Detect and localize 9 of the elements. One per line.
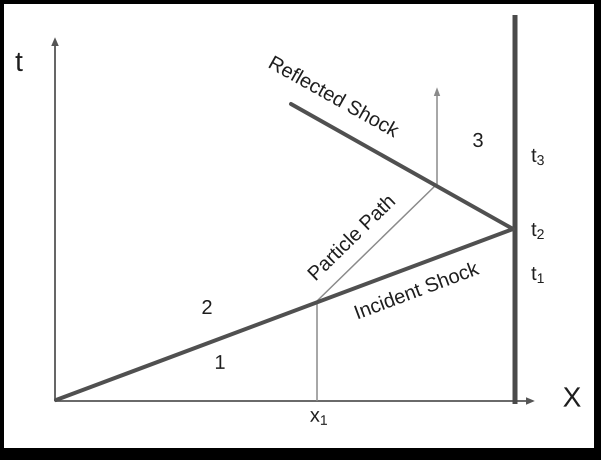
position-label: x$_{1}$ [310,411,327,425]
time-label: t$_{2}$ [531,223,544,240]
time-label: t$_{1}$ [531,267,544,284]
region-number: 3 [473,132,483,148]
axis-label: X [563,387,581,407]
time-label: t$_{3}$ [531,148,544,166]
axis-label: t [16,52,23,72]
region-number: 1 [216,355,225,369]
region-number: 2 [202,300,212,314]
